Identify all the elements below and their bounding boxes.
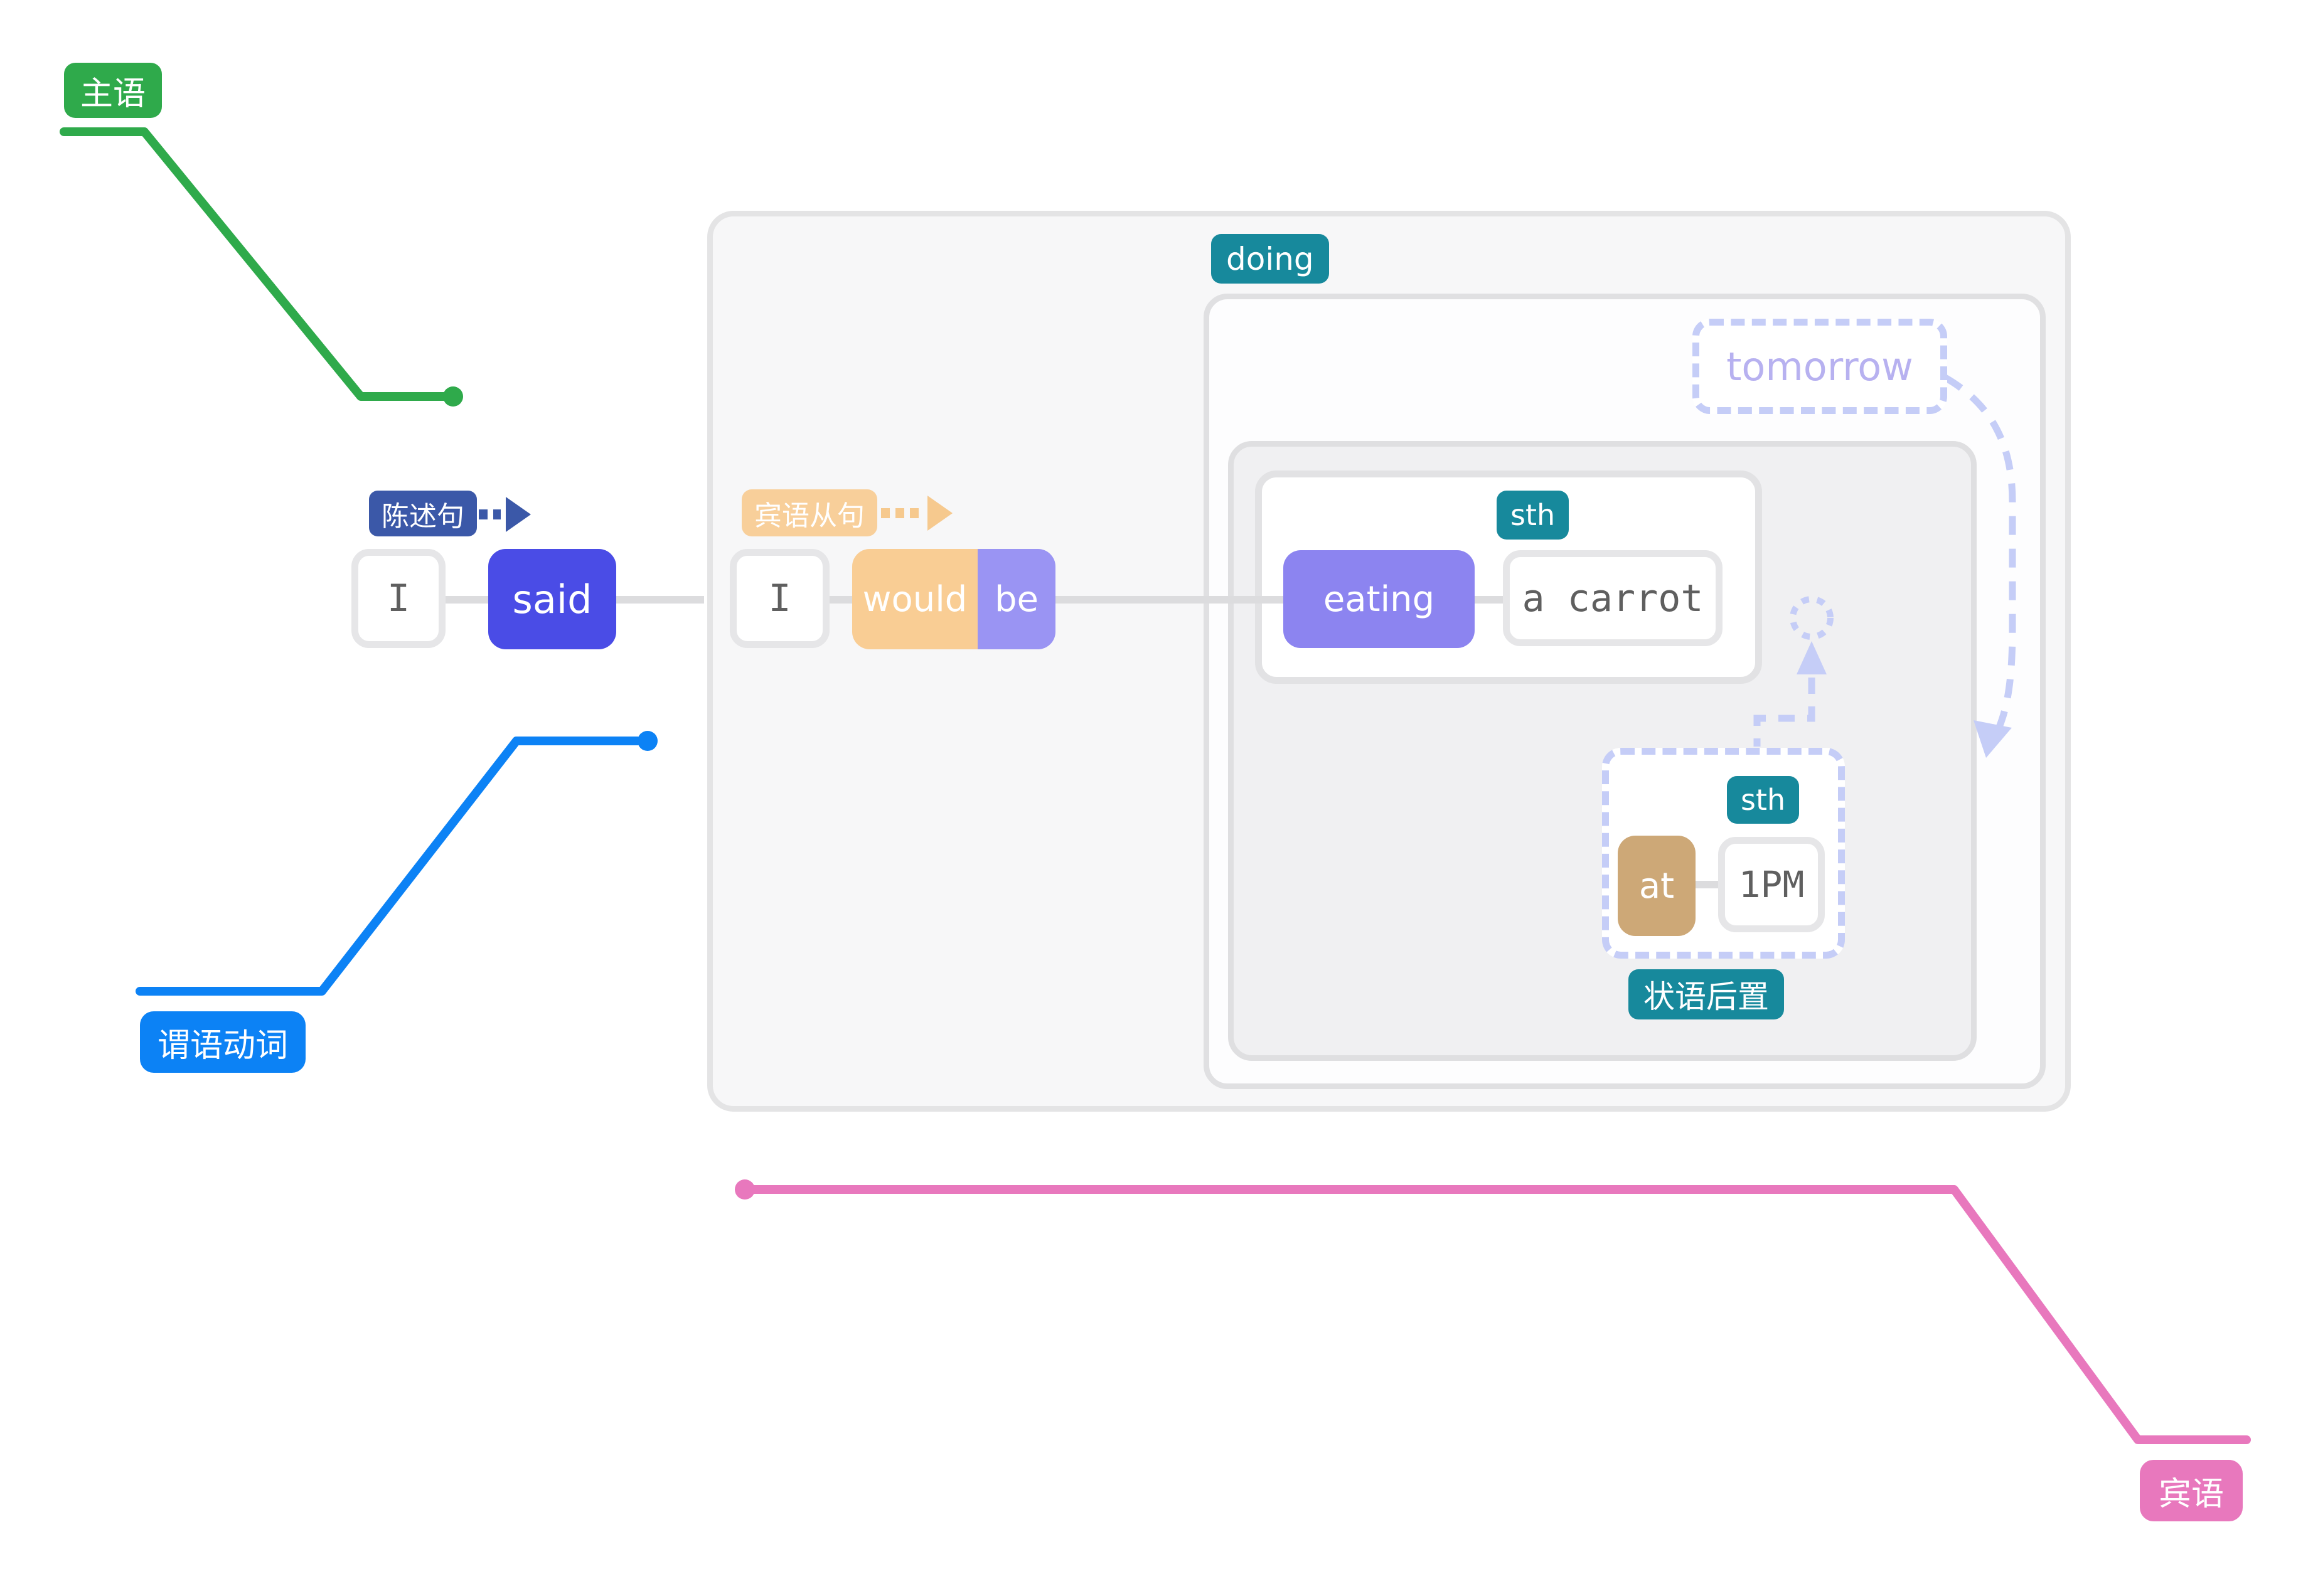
- object-clause-tag: 宾语从句: [742, 489, 877, 536]
- adverbial-postposition-tag: 状语后置: [1628, 969, 1784, 1019]
- token-subject-main[interactable]: I: [351, 549, 446, 648]
- attach-circle-icon: [1790, 596, 1834, 640]
- predicate-verb-label: 谓语动词: [140, 1011, 306, 1073]
- subject-leader-dot: [443, 386, 463, 407]
- token-be[interactable]: be: [978, 549, 1055, 649]
- tomorrow-connector-curve: [1943, 375, 2016, 742]
- down-arrow-icon: [1974, 720, 2012, 758]
- sth-time-tag: sth: [1727, 776, 1800, 824]
- predicate-leader-line: [136, 737, 642, 996]
- object-label: 宾语: [2140, 1460, 2243, 1521]
- token-eating[interactable]: eating: [1283, 550, 1475, 648]
- token-1pm[interactable]: 1PM: [1718, 837, 1825, 932]
- token-subject-clause[interactable]: I: [730, 549, 830, 648]
- object-clause-arrow-icon: [927, 496, 953, 531]
- predicate-leader-dot: [638, 731, 658, 751]
- token-would[interactable]: would: [852, 549, 978, 649]
- token-a-carrot[interactable]: a carrot: [1503, 550, 1723, 646]
- up-arrow-icon: [1797, 641, 1827, 674]
- token-said[interactable]: said: [488, 549, 616, 649]
- token-at[interactable]: at: [1618, 836, 1696, 936]
- token-tomorrow[interactable]: tomorrow: [1692, 319, 1947, 414]
- object-leader-line: [740, 1185, 2251, 1444]
- doing-pattern-tag: doing: [1211, 234, 1329, 284]
- object-leader-dot: [735, 1179, 755, 1200]
- subject-leader-line: [60, 127, 449, 401]
- declarative-arrow-icon: [506, 497, 531, 532]
- sth-object-tag: sth: [1497, 491, 1569, 540]
- subject-label: 主语: [64, 63, 163, 118]
- declarative-tag: 陈述句: [369, 491, 477, 536]
- adverbial-connector-line: [1753, 678, 1815, 747]
